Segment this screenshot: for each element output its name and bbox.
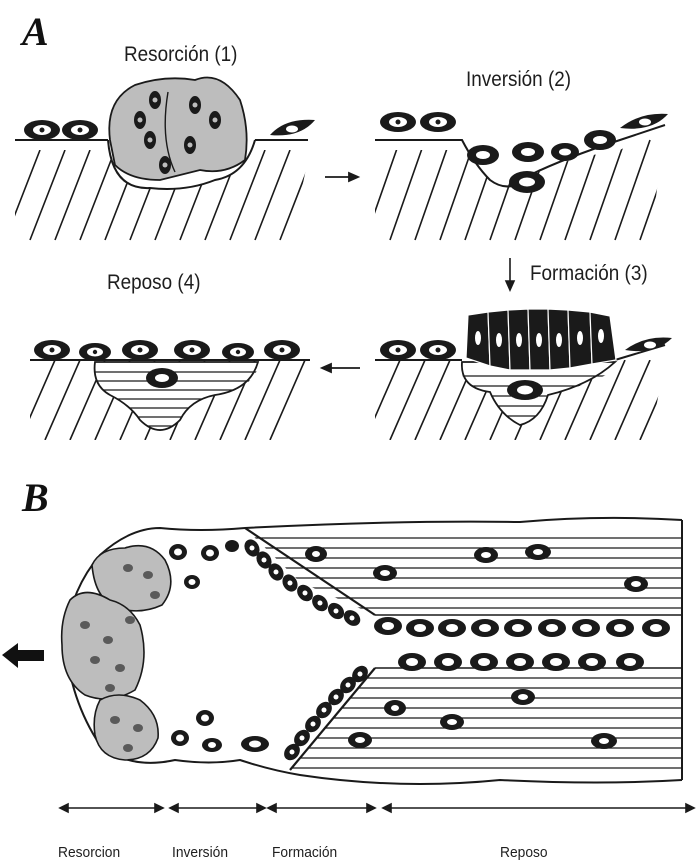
stage-formacion bbox=[365, 309, 675, 440]
flow-arrow-down bbox=[506, 258, 514, 290]
stage-label-resorcion: Resorción (1) bbox=[124, 44, 237, 65]
phase-label-inversion: Inversión bbox=[172, 845, 228, 860]
panel-letter-b: B bbox=[22, 478, 49, 518]
phase-arrows bbox=[60, 804, 694, 812]
stage-label-formacion: Formación (3) bbox=[530, 263, 648, 284]
direction-arrow-icon bbox=[2, 643, 44, 668]
lining-cells-upper bbox=[374, 617, 670, 637]
panel-letter-a: A bbox=[22, 12, 49, 52]
stage-reposo bbox=[20, 340, 310, 440]
bmu-longitudinal bbox=[62, 518, 690, 784]
stage-label-reposo: Reposo (4) bbox=[107, 272, 201, 293]
stage-label-inversion: Inversión (2) bbox=[466, 69, 571, 90]
phase-label-formacion: Formación bbox=[272, 845, 337, 860]
flow-arrow-right bbox=[325, 173, 358, 181]
stage-inversion bbox=[365, 112, 675, 240]
phase-label-resorcion: Resorcion bbox=[58, 845, 120, 860]
phase-label-reposo: Reposo bbox=[500, 845, 548, 860]
flow-arrow-left bbox=[322, 364, 360, 372]
stage-resorcion bbox=[5, 78, 315, 241]
